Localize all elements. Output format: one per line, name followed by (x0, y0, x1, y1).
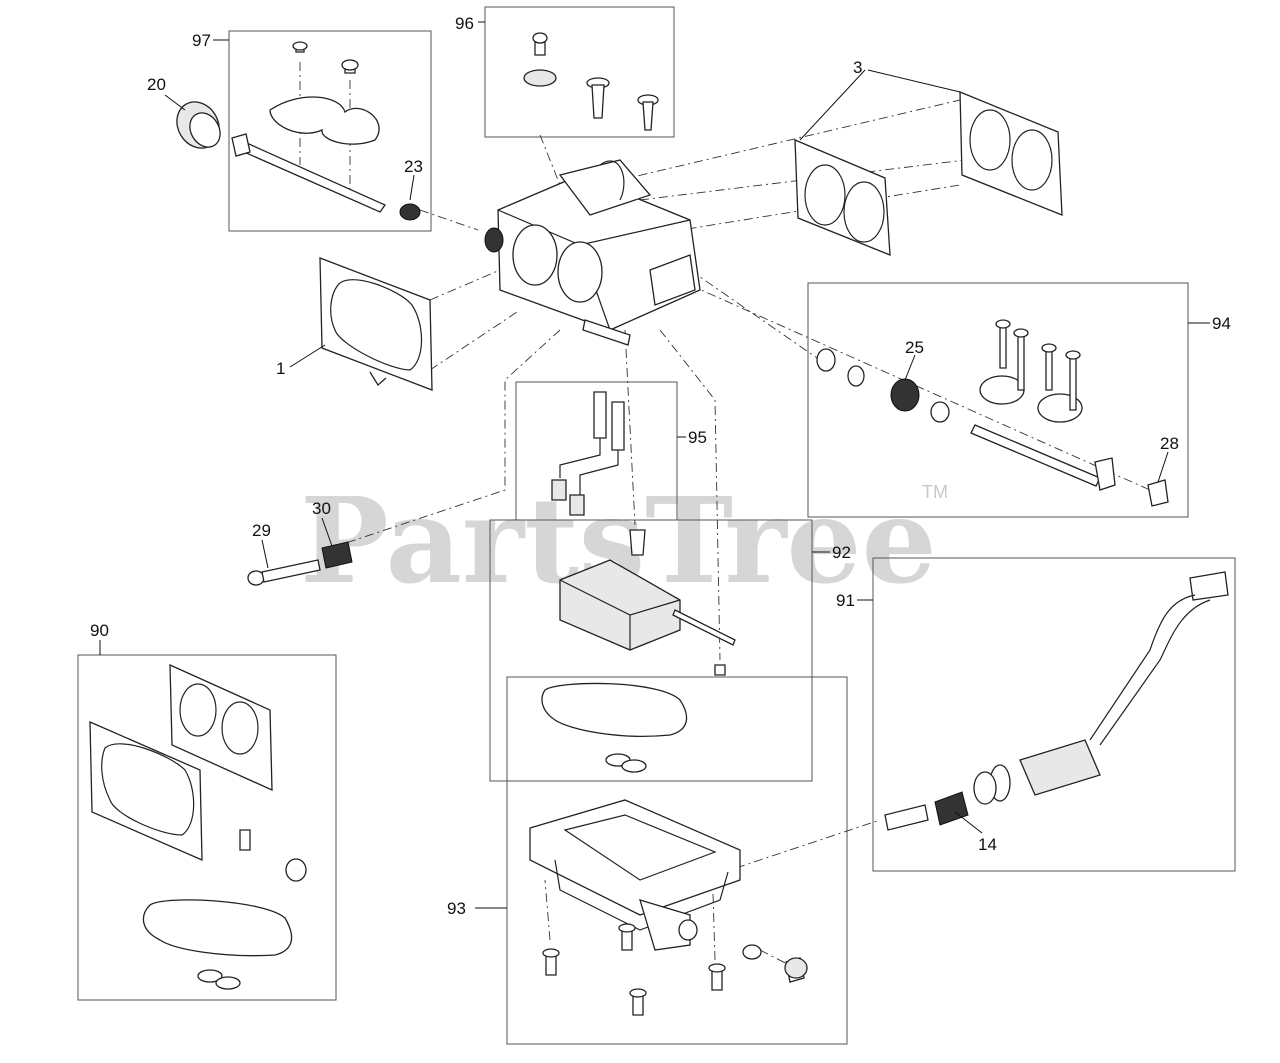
kit-box-93[interactable] (506, 676, 848, 1045)
part-93-float-bowl[interactable] (529, 799, 808, 1016)
callout-30: 30 (312, 499, 331, 518)
part-90-gasket-kit[interactable] (89, 663, 307, 990)
callout-90: 90 (90, 621, 109, 640)
callout-92: 92 (832, 543, 851, 562)
part-92-float[interactable] (541, 529, 736, 773)
kit-box-96[interactable] (484, 6, 675, 138)
kit-box-92[interactable] (489, 519, 813, 782)
callout-93: 93 (447, 899, 466, 918)
callout-3: 3 (853, 58, 862, 77)
callout-labels: 97 20 23 96 3 1 94 25 28 95 29 30 92 91 … (90, 14, 1231, 918)
kit-box-90[interactable] (77, 654, 337, 1001)
callout-28: 28 (1160, 434, 1179, 453)
carburetor-body[interactable] (484, 159, 701, 346)
part-96-jet-screws[interactable] (523, 32, 659, 131)
kit-box-94[interactable] (807, 282, 1189, 518)
part-94-choke-shaft-kit[interactable] (816, 319, 1169, 507)
callout-96: 96 (455, 14, 474, 33)
callout-25: 25 (905, 338, 924, 357)
part-91-fuel-solenoid[interactable] (884, 571, 1229, 831)
callout-95: 95 (688, 428, 707, 447)
part-97-throttle-shaft-kit[interactable] (231, 41, 421, 221)
leader-lines (99, 21, 1210, 909)
callout-91: 91 (836, 591, 855, 610)
part-1-gasket[interactable] (319, 257, 433, 391)
callout-29: 29 (252, 521, 271, 540)
callout-97: 97 (192, 31, 211, 50)
part-29-screw[interactable] (247, 559, 321, 586)
part-30-spring[interactable] (321, 541, 353, 569)
callout-20: 20 (147, 75, 166, 94)
kit-box-97[interactable] (228, 30, 432, 232)
kit-box-91[interactable] (872, 557, 1236, 872)
watermark-trademark: TM (922, 482, 948, 502)
part-95-nozzle-kit[interactable] (551, 391, 625, 516)
callout-1: 1 (276, 359, 285, 378)
part-3-gaskets[interactable] (794, 91, 1063, 256)
callout-94: 94 (1212, 314, 1231, 333)
callout-23: 23 (404, 157, 423, 176)
part-20-cap[interactable] (169, 94, 228, 156)
callout-14: 14 (978, 835, 997, 854)
